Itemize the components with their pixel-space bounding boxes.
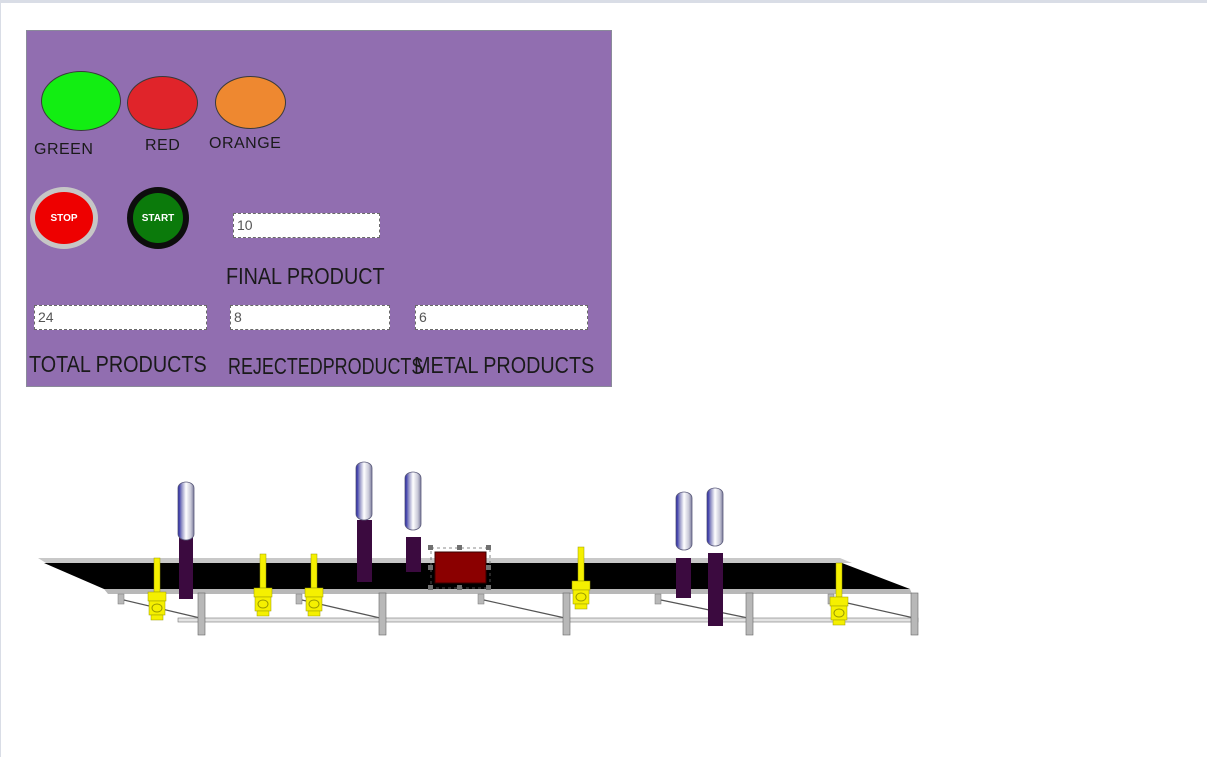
start-button[interactable]: START	[127, 187, 189, 249]
total-products-counter[interactable]: 24	[34, 305, 207, 330]
ejector-rod	[676, 558, 691, 598]
pneumatic-cylinder	[706, 487, 724, 547]
ejector-rod	[708, 553, 723, 626]
ejector-rod	[357, 520, 372, 582]
stop-button-face: STOP	[35, 192, 93, 244]
final-product-label: FINAL PRODUCT	[226, 263, 385, 289]
pneumatic-cylinder	[355, 461, 373, 521]
window-left-border	[0, 3, 1, 757]
total-products-label: TOTAL PRODUCTS	[29, 351, 207, 377]
ejector-rod	[406, 537, 421, 572]
red-indicator-lamp	[127, 76, 198, 130]
pneumatic-cylinder	[675, 491, 693, 551]
pneumatic-cylinder	[404, 471, 422, 531]
control-panel: GREEN RED ORANGE STOP START 10 FINAL PRO…	[26, 30, 612, 387]
pneumatic-cylinder	[177, 481, 195, 541]
stop-button[interactable]: STOP	[30, 187, 98, 249]
red-indicator-label: RED	[145, 137, 181, 154]
metal-products-counter[interactable]: 6	[415, 305, 588, 330]
rejected-products-counter[interactable]: 8	[230, 305, 390, 330]
conveyor-bottom-rail	[104, 589, 912, 594]
rejected-products-label: REJECTEDPRODUCTS	[228, 353, 424, 379]
window-top-border	[0, 0, 1207, 3]
metal-products-label: METAL PRODUCTS	[414, 352, 595, 378]
final-product-counter[interactable]: 10	[233, 213, 380, 238]
start-button-label: START	[141, 212, 175, 224]
green-indicator-label: GREEN	[34, 141, 94, 158]
stop-button-label: STOP	[50, 212, 78, 224]
product-box	[434, 551, 487, 584]
orange-indicator-label: ORANGE	[209, 135, 282, 152]
conveyor-lower-frame	[177, 617, 919, 623]
start-button-face: START	[133, 193, 183, 243]
orange-indicator-lamp	[215, 76, 286, 129]
ejector-rod	[179, 537, 193, 599]
green-indicator-lamp	[41, 71, 121, 131]
